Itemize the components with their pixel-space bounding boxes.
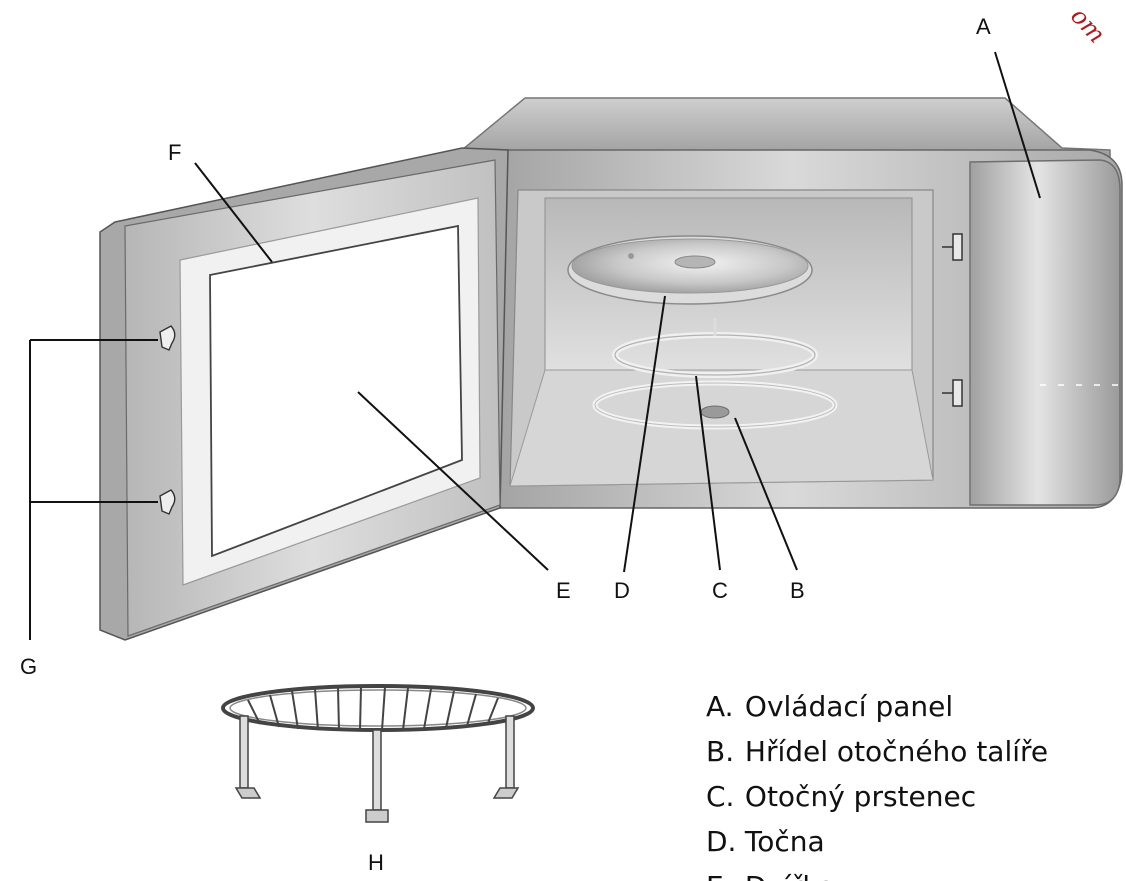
door-hooks (159, 325, 176, 515)
callout-a: A (976, 14, 991, 39)
roller-ring (612, 318, 818, 378)
parts-legend: A. Ovládací panel B. Hřídel otočného tal… (706, 684, 1126, 881)
callout-labels: A F G E D C B H (20, 14, 991, 875)
legend-item: D. Točna (706, 819, 1126, 864)
leader-lines (29, 51, 1041, 640)
legend-key: A. (706, 690, 734, 723)
callout-e: E (556, 578, 571, 603)
legend-item: B. Hřídel otočného talíře (706, 729, 1126, 774)
callout-c: C (712, 578, 728, 603)
legend-text: Otočný prstenec (744, 780, 977, 813)
grill-rack (221, 684, 535, 823)
callout-d: D (614, 578, 630, 603)
legend-item: E. Dvířka (706, 864, 1126, 881)
turntable-plate (567, 235, 813, 305)
legend-key: E. (706, 864, 736, 881)
legend-key: B. (706, 735, 735, 768)
control-panel (969, 159, 1121, 506)
callout-h: H (368, 850, 384, 875)
legend-key: C. (706, 780, 735, 813)
door-panel (99, 147, 509, 641)
legend-key: D. (706, 825, 737, 858)
legend-text: Ovládací panel (744, 690, 954, 723)
legend-text: Točna (744, 825, 825, 858)
legend-text: Hřídel otočného talíře (744, 735, 1049, 768)
callout-b: B (790, 578, 805, 603)
legend-item: A. Ovládací panel (706, 684, 1126, 729)
turntable-shaft (592, 380, 838, 430)
legend-item: C. Otočný prstenec (706, 774, 1126, 819)
callout-f: F (168, 140, 181, 165)
legend-text: Dvířka (745, 870, 835, 881)
callout-g: G (20, 654, 37, 679)
door-latch-slots (942, 233, 963, 407)
